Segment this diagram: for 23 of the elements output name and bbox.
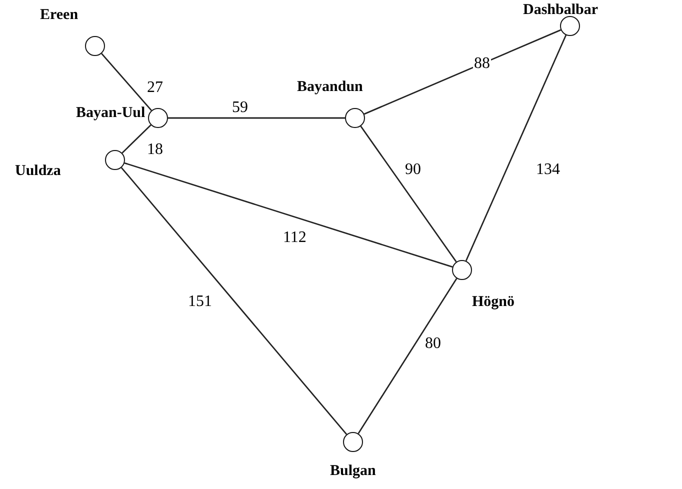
place-name: Högnö: [472, 295, 515, 310]
road-line: [120, 167, 348, 435]
node-circle: [148, 108, 168, 128]
place-name: Uuldza: [15, 164, 61, 179]
node-circle: [452, 260, 472, 280]
place-name: Bayan-Uul: [76, 106, 146, 121]
place-name: Dashbalbar: [523, 3, 598, 18]
node-circle: [345, 108, 365, 128]
node-circle: [105, 150, 125, 170]
road-line: [124, 162, 453, 268]
road-line: [465, 34, 567, 262]
place-name: Bayandun: [297, 80, 363, 95]
node-circle: [560, 16, 580, 36]
road-line: [122, 124, 152, 154]
road-line: [358, 278, 458, 434]
road-line: [364, 29, 562, 115]
road-line: [360, 126, 457, 262]
node-circle: [343, 432, 363, 452]
road-line: [168, 117, 345, 119]
place-name: Ereen: [40, 8, 78, 23]
road-line: [101, 53, 152, 111]
place-name: Bulgan: [330, 464, 376, 479]
node-circle: [85, 36, 105, 56]
